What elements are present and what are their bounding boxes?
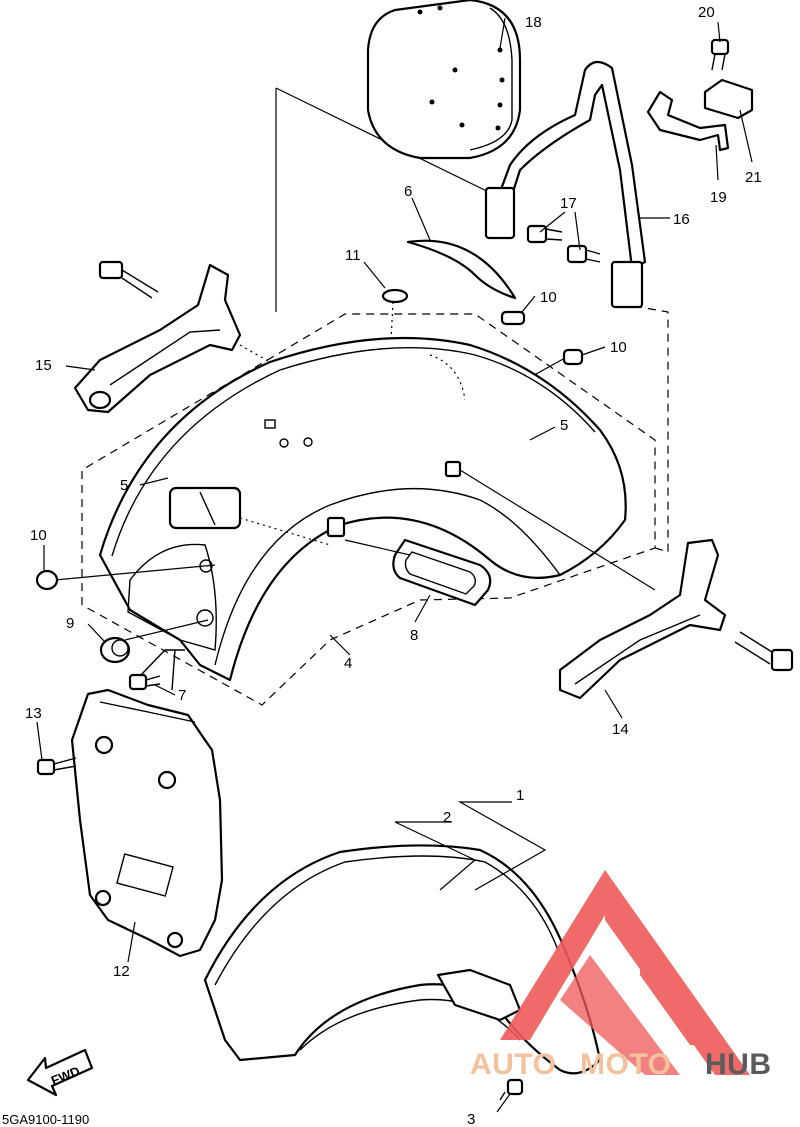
reflector-8 [392, 538, 492, 607]
callout-3: 3 [467, 1111, 475, 1127]
bolt-13 [36, 757, 77, 776]
callout-14: 14 [612, 721, 629, 738]
callout-12: 12 [113, 963, 130, 980]
watermark-hub: HUB [705, 1048, 772, 1081]
backrest-pad [366, 0, 522, 160]
callout-10b: 10 [610, 339, 627, 356]
front-fender [203, 844, 602, 1075]
grommet-9 [99, 636, 131, 664]
bolt-3 [499, 1078, 524, 1101]
callout-8: 8 [410, 627, 418, 644]
watermark-triangle-icon [500, 870, 750, 1075]
bolt-17a [526, 224, 563, 244]
bolt-20 [710, 38, 730, 71]
clip-10c [35, 569, 59, 591]
pad-21 [703, 78, 754, 120]
callout-4: 4 [344, 655, 352, 672]
callout-16: 16 [673, 211, 690, 228]
side-cover-12 [70, 688, 224, 958]
callout-5b: 5 [560, 417, 568, 434]
washer-11 [381, 288, 409, 304]
diagram-code: 5GA9100-1190 [2, 1112, 89, 1127]
callout-21: 21 [745, 169, 762, 186]
bracket-19 [646, 90, 730, 152]
callout-20: 20 [698, 4, 715, 21]
callout-15: 15 [35, 357, 52, 374]
bolt-17b [566, 244, 601, 264]
rear-fender [98, 336, 627, 682]
flap-6 [406, 239, 517, 300]
fwd-arrow-icon: FWD [26, 1048, 94, 1097]
watermark-moto: MOTO [580, 1048, 671, 1081]
callout-10a: 10 [540, 289, 557, 306]
sissy-bar [484, 60, 647, 309]
right-stay-14 [558, 538, 794, 700]
callout-17: 17 [560, 195, 577, 212]
leader-lines [36, 17, 753, 1113]
callout-1: 1 [516, 787, 524, 804]
watermark: AUTO MOTO HUB [470, 870, 772, 1081]
left-stay-15 [73, 260, 242, 414]
callout-13: 13 [25, 705, 42, 722]
callout-18: 18 [525, 14, 542, 31]
callout-11: 11 [345, 247, 361, 264]
callout-2: 2 [443, 809, 451, 826]
callout-5a: 5 [120, 477, 128, 494]
callout-7: 7 [178, 687, 186, 704]
callout-19: 19 [710, 189, 727, 206]
bolt-7 [128, 673, 161, 691]
callout-9: 9 [66, 615, 74, 632]
callout-labels: 1 2 3 4 5 5 6 7 8 9 10 10 10 11 12 13 14… [25, 4, 762, 1127]
assembly-boundary-right [627, 304, 669, 553]
clip-10a [500, 310, 526, 326]
callout-10c: 10 [30, 527, 47, 544]
watermark-auto: AUTO [470, 1048, 556, 1081]
callout-6: 6 [404, 183, 412, 200]
clip-10b [562, 348, 584, 366]
